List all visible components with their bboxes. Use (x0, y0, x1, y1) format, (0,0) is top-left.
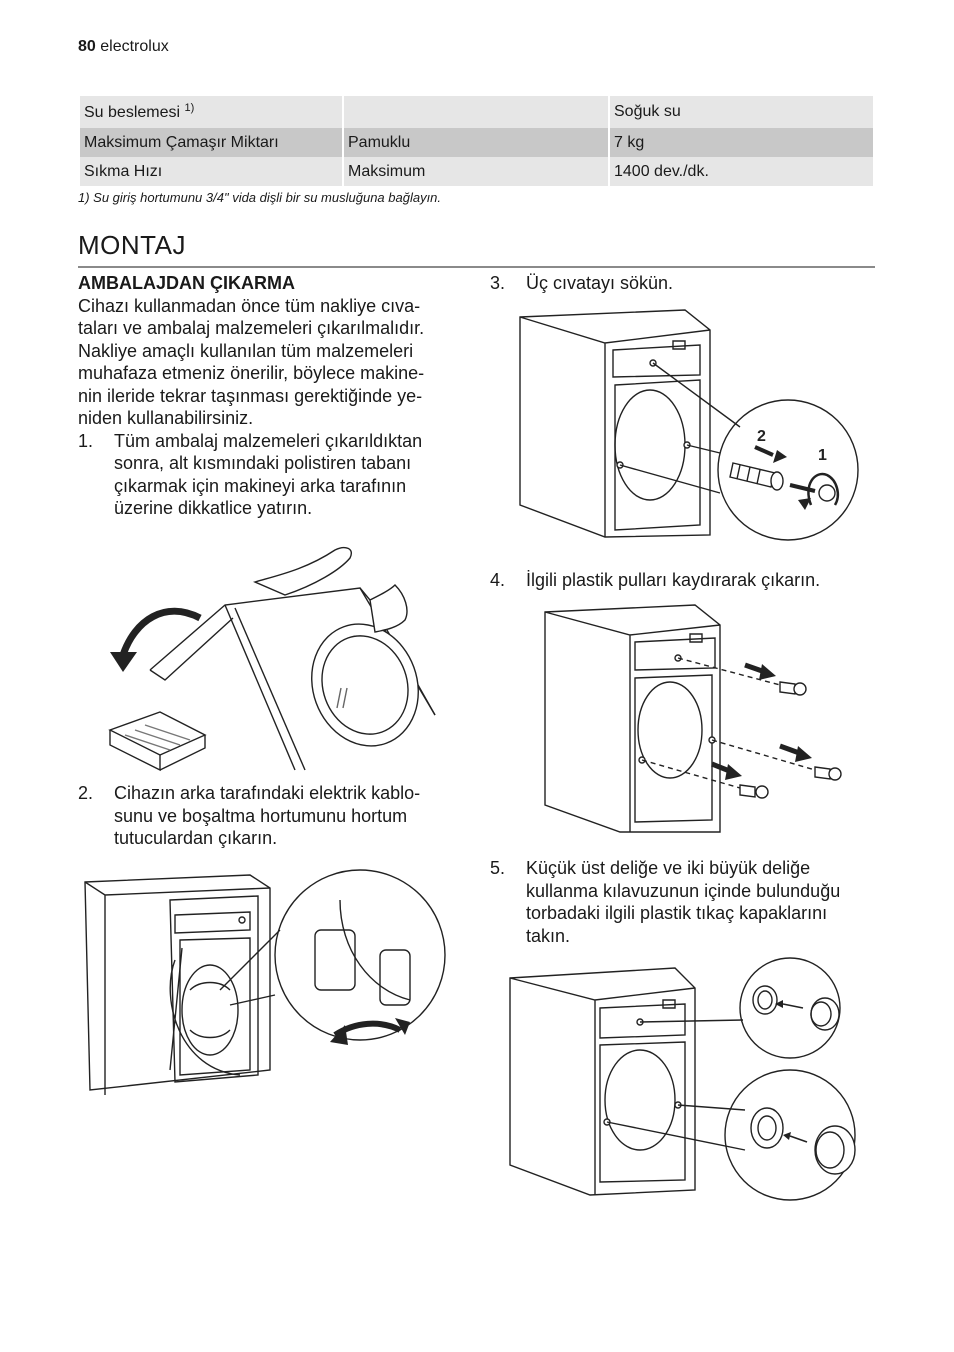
door-illustration (295, 609, 435, 761)
tilt-arrow-icon (123, 611, 200, 655)
text-line: taları ve ambalaj malzemeleri çıkarılmal… (78, 318, 425, 338)
cap-insertion-illustration (505, 950, 870, 1205)
step-5: 5. Küçük üst deliğe ve iki büyük deliğe … (490, 858, 841, 946)
text-line: kullanma kılavuzunun içinde bulunduğu (526, 880, 841, 901)
table-cell: Pamuklu (344, 128, 608, 157)
rotate-arrow-icon (808, 474, 837, 505)
text-line: Üç cıvatayı sökün. (526, 273, 674, 293)
callout-label: 1 (818, 447, 827, 464)
text-line: Cihazı kullanmadan önce tüm nakliye cıva… (78, 295, 421, 316)
table-cell (344, 96, 608, 128)
table-cell: Soğuk su (610, 96, 873, 128)
tilt-machine-illustration (105, 540, 445, 775)
spacer-part (740, 682, 841, 798)
step-4: 4. İlgili plastik pulları kaydırarak çık… (490, 570, 821, 590)
brand-name: electrolux (100, 38, 169, 55)
table-row: Sıkma Hızı Maksimum 1400 dev./dk. (80, 157, 873, 186)
text-line: sonra, alt kısmındaki polistiren tabanı (114, 453, 412, 473)
step-3: 3. Üç cıvatayı sökün. (490, 273, 674, 293)
table-cell: Maksimum (344, 157, 608, 186)
intro-paragraph: Cihazı kullanmadan önce tüm nakliye cıva… (78, 295, 463, 430)
spec-table: Su beslemesi 1) Soğuk su Maksimum Çamaşı… (78, 96, 875, 186)
subsection-heading: AMBALAJDAN ÇIKARMA (78, 273, 295, 293)
text-line: tutuculardan çıkarın. (114, 828, 278, 848)
text-line: sunu ve boşaltma hortumunu hortum (114, 805, 408, 826)
page-number: 80 (78, 38, 96, 55)
text-line: çıkarmak için makineyi arka tarafının (114, 475, 407, 496)
table-row: Su beslemesi 1) Soğuk su (80, 96, 873, 128)
left-column: AMBALAJDAN ÇIKARMA Cihazı kullanmadan ön… (78, 272, 463, 520)
text-line: Küçük üst deliğe ve iki büyük deliğe (526, 858, 811, 878)
table-cell: Sıkma Hızı (80, 157, 342, 186)
table-cell: 1400 dev./dk. (610, 157, 873, 186)
spacer-removal-illustration (540, 600, 850, 840)
page-header: 80 electrolux (78, 38, 169, 56)
callout-label: 2 (757, 428, 766, 445)
text-line: Cihazın arka tarafındaki elektrik kablo- (114, 783, 421, 803)
text-line: nin ileride tekrar taşınması gerektiğind… (78, 385, 423, 406)
table-row: Maksimum Çamaşır Miktarı Pamuklu 7 kg (80, 128, 873, 157)
text-line: Nakliye amaçlı kullanılan tüm malzemeler… (78, 340, 414, 361)
text-line: niden kullanabilirsiniz. (78, 408, 254, 428)
cap-part (751, 986, 855, 1174)
section-title: MONTAJ (78, 230, 186, 260)
text-line: İlgili plastik pulları kaydırarak çıkarı… (526, 570, 821, 590)
table-cell: Su beslemesi 1) (80, 96, 342, 128)
table-cell: 7 kg (610, 128, 873, 157)
text-line: üzerine dikkatlice yatırın. (114, 498, 313, 518)
hose-removal-illustration (80, 870, 470, 1100)
table-cell: Maksimum Çamaşır Miktarı (80, 128, 342, 157)
slide-arrow-icon (755, 447, 773, 455)
hand-icon (370, 585, 407, 632)
text-line: muhafaza etmeniz önerilir, böylece makin… (78, 363, 425, 383)
bolt-removal-illustration: 2 1 (515, 305, 860, 545)
section-divider (78, 266, 875, 268)
text-line: Tüm ambalaj malzemeleri çıkarıldıktan (114, 430, 423, 451)
text-line: takın. (526, 925, 571, 946)
hand-icon (255, 548, 351, 595)
step-2: 2. Cihazın arka tarafındaki elektrik kab… (78, 783, 421, 848)
footnote: 1) Su giriş hortumunu 3/4" vida dişli bi… (78, 190, 442, 205)
text-line: torbadaki ilgili plastik tıkaç kapakları… (526, 903, 828, 923)
step-1: 1. Tüm ambalaj malzemeleri çıkarıldıktan… (78, 430, 463, 520)
